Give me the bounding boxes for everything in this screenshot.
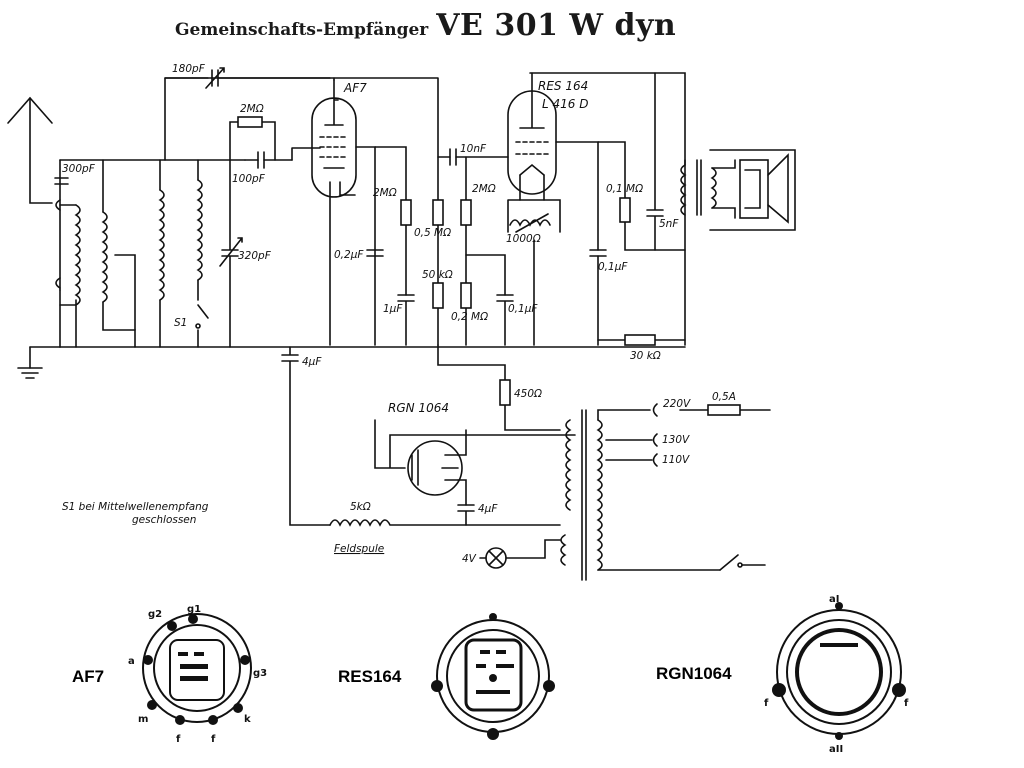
label-v-130: 130V: [662, 434, 690, 446]
label-c-5nf: 5nF: [659, 218, 679, 230]
label-c-02uf: 0,2µF: [334, 249, 364, 261]
pin-af7-a: a: [128, 656, 135, 667]
label-tube-af7: AF7: [343, 81, 367, 95]
speaker-symbol: [709, 149, 796, 231]
label-fuse: 0,5A: [712, 391, 736, 403]
pin-rgn1064-f-right: f: [904, 698, 909, 709]
label-tube-res164: RES 164: [538, 79, 588, 93]
tube-rgn1064-symbol: [374, 419, 576, 506]
tube-af7-symbol: [291, 77, 376, 346]
pin-af7-f2: f: [211, 734, 216, 745]
pinout-name-af7: AF7: [72, 667, 105, 686]
label-r-50k: 50 kΩ: [422, 269, 453, 281]
diagram-title: Gemeinschafts-Empfänger VE 301 W dyn: [175, 8, 676, 43]
label-v-220: 220V: [663, 398, 691, 410]
label-r-2m-top: 2MΩ: [240, 103, 264, 115]
label-r-05m: 0,5 MΩ: [414, 227, 451, 239]
label-field-coil: Feldspule: [334, 543, 384, 555]
pin-af7-k: k: [244, 714, 251, 725]
label-c-10nf: 10nF: [460, 143, 487, 155]
antenna-symbol: [7, 96, 53, 204]
note-line-1: S1 bei Mittelwellenempfang: [62, 501, 209, 513]
pinout-name-rgn1064: RGN1064: [656, 664, 732, 683]
label-c-180pf: 180pF: [172, 63, 206, 75]
pin-af7-f1: f: [176, 734, 181, 745]
pinout-res164: [431, 613, 555, 740]
pin-rgn1064-f-left: f: [764, 698, 769, 709]
label-tube-res164-alt: L 416 D: [542, 97, 588, 111]
label-switch-s1: S1: [174, 317, 187, 329]
label-v-110: 110V: [662, 454, 690, 466]
label-r-01m: 0,1 MΩ: [606, 183, 643, 195]
label-r-1000: 1000Ω: [506, 233, 541, 245]
label-c-4uf-left: 4µF: [302, 356, 322, 368]
pin-af7-g2: g2: [148, 609, 162, 620]
ground-symbol: [17, 346, 61, 379]
tube-res164-symbol: [507, 72, 557, 201]
title-model: VE 301 W dyn: [436, 8, 677, 43]
input-coil-assembly: [54, 159, 209, 348]
label-r-450: 450Ω: [514, 388, 542, 400]
label-r-2m-grid: 2MΩ: [472, 183, 496, 195]
label-c-4uf-rect: 4µF: [478, 503, 498, 515]
label-r-5k: 5kΩ: [350, 501, 371, 513]
label-r-02m: 0,2 MΩ: [451, 311, 488, 323]
pinout-name-res164: RES164: [338, 667, 402, 686]
pin-rgn1064-a1: aI: [829, 594, 839, 605]
pin-af7-g1: g1: [187, 604, 201, 615]
label-c-01uf-right: 0,1µF: [598, 261, 628, 273]
label-r-2m-af7: 2MΩ: [373, 187, 397, 199]
label-c-1uf: 1µF: [383, 303, 403, 315]
pinout-af7: g2 g1 a g3 m f f k: [128, 604, 267, 745]
label-c-300pf: 300pF: [62, 163, 96, 175]
label-c-100pf: 100pF: [232, 173, 266, 185]
label-c-320pf: 320pF: [238, 250, 272, 262]
label-c-01uf-mid: 0,1µF: [508, 303, 538, 315]
title-prefix: Gemeinschafts-Empfänger: [175, 20, 429, 40]
pin-af7-m: m: [138, 714, 148, 725]
pinout-rgn1064: aI aII f f: [764, 594, 909, 755]
label-r-30k: 30 kΩ: [630, 350, 661, 362]
label-lamp-4v: 4V: [462, 553, 477, 565]
label-tube-rgn1064: RGN 1064: [388, 401, 449, 415]
pin-af7-g3: g3: [253, 668, 267, 679]
pin-rgn1064-a2: aII: [829, 744, 843, 755]
note-line-2: geschlossen: [132, 514, 196, 526]
